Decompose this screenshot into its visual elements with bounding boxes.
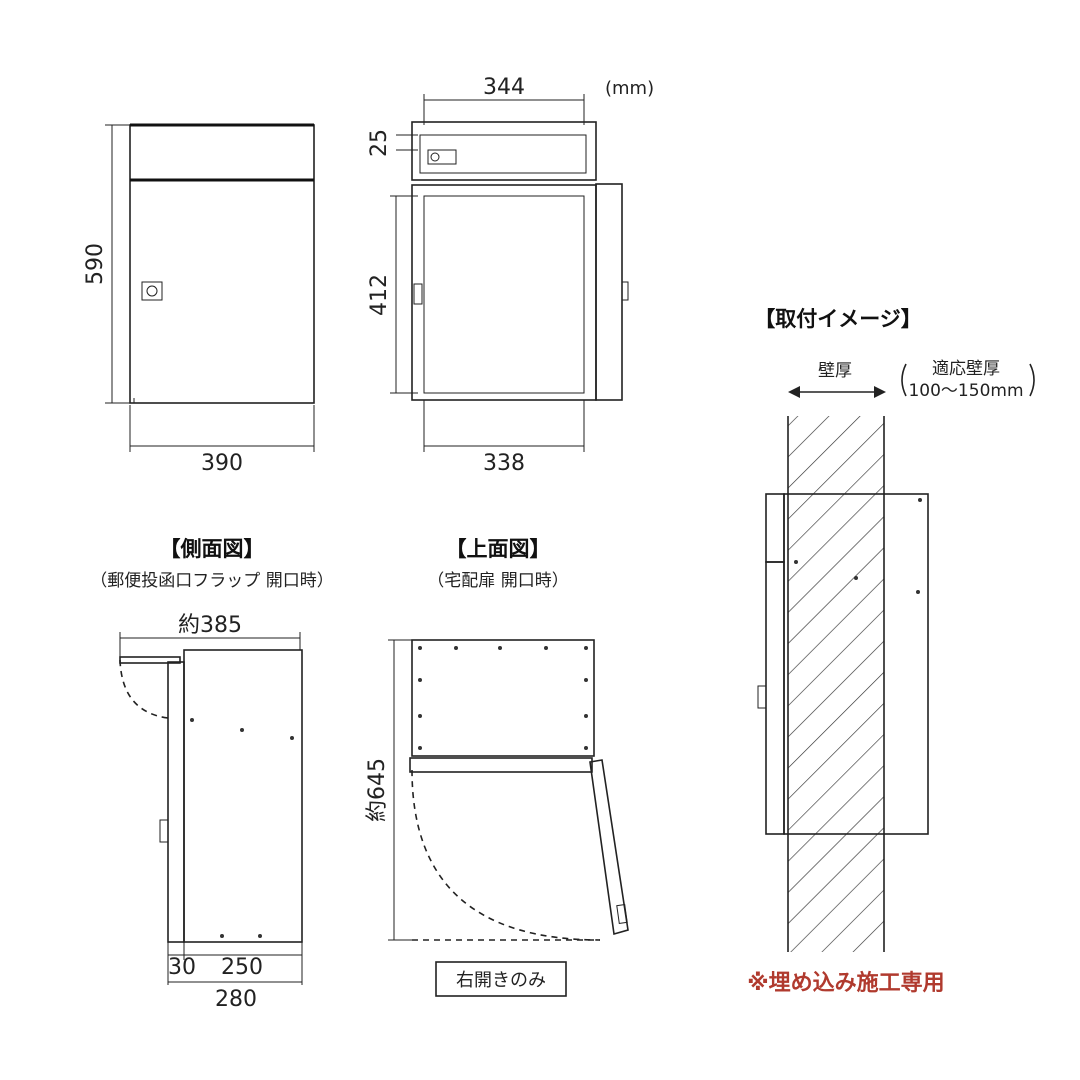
side-handle xyxy=(159,819,169,843)
arrow-left-icon xyxy=(788,386,800,398)
top-door-swing-arc xyxy=(411,769,601,941)
rear-top-box xyxy=(411,121,597,181)
rear-top-width-label: 344 xyxy=(483,75,525,100)
side-dim-250: 250 xyxy=(221,955,263,980)
wall-thickness-label: 壁厚 xyxy=(818,361,852,381)
top-view: 【上面図】 （宅配扉 開口時） 約645 右開きのみ xyxy=(365,537,629,997)
install-title: 【取付イメージ】 xyxy=(754,307,922,331)
rear-bottom-width-label: 338 xyxy=(483,451,525,476)
keyhole-icon xyxy=(146,285,158,297)
rear-view: (mm) 344 25 412 338 xyxy=(367,75,654,476)
front-width-label: 390 xyxy=(201,451,243,476)
install-front-panel xyxy=(765,561,785,835)
side-front-panel xyxy=(167,661,185,943)
rear-left-handle xyxy=(413,283,423,305)
side-dim-280: 280 xyxy=(215,987,257,1012)
install-view: 【取付イメージ】 壁厚 適応壁厚 100〜150mm ※埋め込み施工専用 xyxy=(747,307,1035,996)
unit-label: (mm) xyxy=(605,78,654,99)
front-lock-icon xyxy=(141,281,163,301)
front-height-label: 590 xyxy=(83,243,108,285)
rear-door-height-label: 412 xyxy=(367,274,392,316)
rear-side-panel xyxy=(595,183,623,401)
front-body-outline xyxy=(129,124,315,404)
rear-door-inner xyxy=(423,195,585,394)
top-view-title: 【上面図】 xyxy=(446,537,551,561)
side-flap-swing-arc xyxy=(119,659,169,719)
front-view: 590 390 xyxy=(83,123,315,476)
install-note: ※埋め込み施工専用 xyxy=(747,970,944,996)
right-open-only-label: 右開きのみ xyxy=(456,970,546,991)
top-open-door xyxy=(589,759,629,936)
side-view: 【側面図】 （郵便投函口フラップ 開口時） 約385 30 250 280 xyxy=(90,537,333,1012)
paren-left xyxy=(901,363,907,397)
wall-hatch xyxy=(788,416,884,952)
install-top-flap xyxy=(765,493,785,563)
rear-right-hinge xyxy=(621,281,629,301)
top-view-subtitle: （宅配扉 開口時） xyxy=(427,571,568,591)
install-handle xyxy=(757,685,767,709)
side-total-label: 約385 xyxy=(178,613,242,638)
top-body xyxy=(411,639,595,757)
right-open-only-box xyxy=(435,961,567,997)
arrow-right-icon xyxy=(874,386,886,398)
paren-right xyxy=(1029,363,1035,397)
fit-thickness-label: 適応壁厚 xyxy=(932,359,1000,379)
top-front-strip xyxy=(409,757,593,773)
rear-top-inner xyxy=(419,134,587,174)
side-view-subtitle: （郵便投函口フラップ 開口時） xyxy=(90,571,333,591)
top-depth-label: 約645 xyxy=(365,758,390,822)
rear-top-height-label: 25 xyxy=(367,129,392,157)
side-dim-30: 30 xyxy=(168,955,196,980)
rear-lock-icon xyxy=(427,149,457,165)
side-view-title: 【側面図】 xyxy=(160,537,265,561)
rear-door-frame xyxy=(411,184,597,401)
fit-thickness-range: 100〜150mm xyxy=(908,381,1023,401)
top-door-handle xyxy=(616,903,628,925)
side-body xyxy=(183,649,303,943)
